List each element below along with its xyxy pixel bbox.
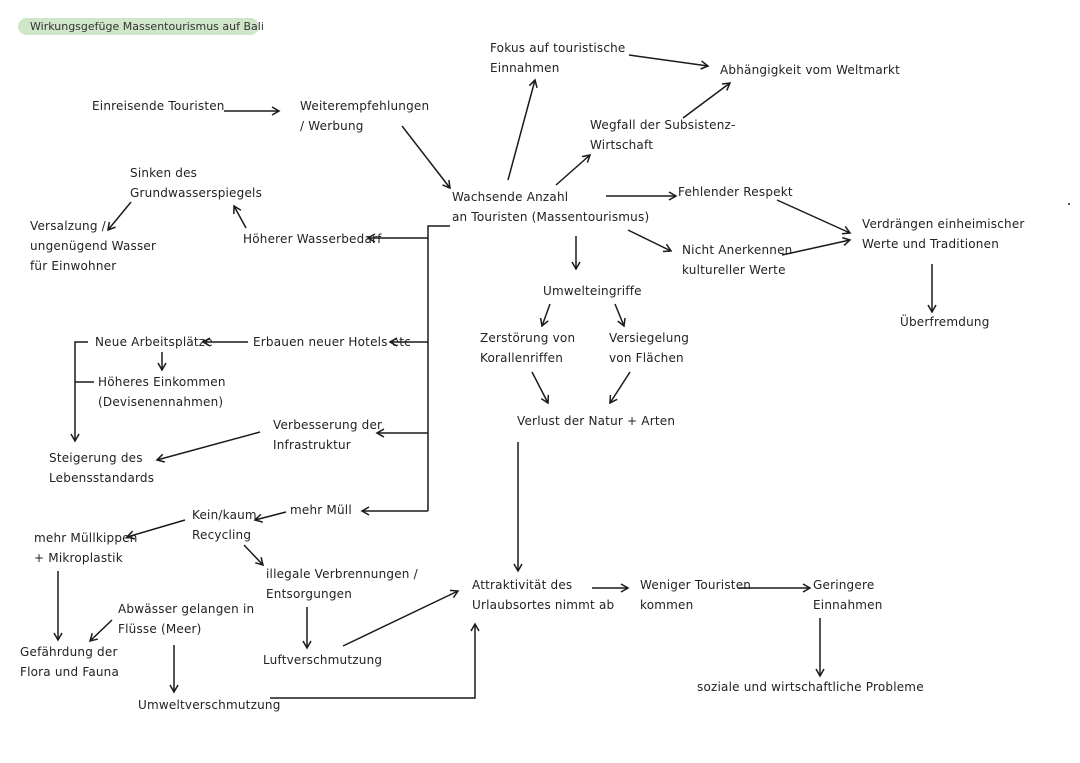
edge-weiterempfehlung-wachsende bbox=[401, 125, 451, 190]
edge-anerkennen-verdraengen bbox=[781, 236, 852, 256]
node-gefaehrdung: Gefährdung der Flora und Fauna bbox=[20, 645, 120, 679]
node-versiegelung: Versiegelung von Flächen bbox=[609, 331, 690, 365]
node-sinken-grundwasser: Sinken des Grundwasserspiegels bbox=[130, 166, 263, 200]
node-luftverschmutzung: Luftverschmutzung bbox=[263, 653, 383, 667]
edge-fehlender-verdraengen bbox=[776, 199, 852, 235]
node-wegfall-subsistenz: Wegfall der Subsistenz- Wirtschaft bbox=[590, 118, 736, 152]
node-recycling: Kein/kaum Recycling bbox=[192, 508, 257, 542]
edge-wachsende-wegfall bbox=[555, 153, 592, 186]
node-ueberfremdung: Überfremdung bbox=[900, 315, 990, 329]
node-verdraengen-werte: Verdrängen einheimischer Werte und Tradi… bbox=[862, 217, 1025, 251]
edge-luft-attraktivitaet bbox=[342, 589, 460, 647]
edge-muell-recycling bbox=[253, 511, 287, 523]
node-fokus-einnahmen: Fokus auf touristische Einnahmen bbox=[490, 41, 626, 75]
title-highlight bbox=[18, 18, 259, 35]
edge-infrastruktur-lebensstandard bbox=[155, 431, 261, 463]
stray-mark bbox=[1068, 203, 1070, 205]
edge-umwelt-versiegelung bbox=[614, 303, 626, 328]
edge-umwelt-zerstoerung bbox=[539, 303, 551, 328]
node-nicht-anerkennen: Nicht Anerkennen kultureller Werte bbox=[682, 243, 793, 277]
edge-recycling-muellkippen bbox=[125, 519, 186, 540]
edge-zerstoerung-verlust bbox=[531, 371, 550, 405]
diagram-title: Wirkungsgefüge Massentourismus auf Bali bbox=[30, 20, 264, 33]
edge-versiegelung-verlust bbox=[609, 371, 631, 405]
node-neue-arbeitsplaetze: Neue Arbeitsplätze bbox=[95, 335, 213, 349]
node-geringere-einnahmen: Geringere Einnahmen bbox=[813, 578, 883, 612]
edge-wachsende-anerkennen bbox=[627, 229, 673, 253]
node-verlust-natur: Verlust der Natur + Arten bbox=[517, 414, 676, 428]
node-erbauen-hotels: Erbauen neuer Hotels etc bbox=[253, 335, 411, 349]
edge-arbeitsplaetze-lebensstandard bbox=[70, 341, 88, 443]
node-hoeheres-einkommen: Höheres Einkommen (Devisenennahmen) bbox=[98, 375, 226, 409]
node-umweltverschmutzung: Umweltverschmutzung bbox=[138, 698, 281, 712]
edge-wachsende-fokus bbox=[507, 78, 538, 181]
node-zerstoerung-korallen: Zerstörung von Korallenriffen bbox=[480, 331, 576, 365]
edge-wegfall-abhaengigkeit bbox=[682, 82, 732, 119]
node-lebensstandard: Steigerung des Lebensstandards bbox=[49, 451, 155, 485]
edge-recycling-verbrennungen bbox=[243, 544, 265, 567]
node-wasserbedarf: Höherer Wasserbedarf bbox=[243, 232, 382, 246]
node-wachsende-anzahl: Wachsende Anzahl an Touristen (Massentou… bbox=[452, 190, 650, 224]
node-soziale-probleme: soziale und wirtschaftliche Probleme bbox=[697, 680, 924, 694]
node-abwaesser: Abwässer gelangen in Flüsse (Meer) bbox=[118, 602, 255, 636]
edge-abwaesser-gefaehrdung bbox=[88, 619, 113, 643]
node-infrastruktur: Verbesserung der Infrastruktur bbox=[273, 418, 383, 452]
node-fehlender-respekt: Fehlender Respekt bbox=[678, 185, 793, 199]
node-versalzung: Versalzung / ungenügend Wasser für Einwo… bbox=[30, 219, 157, 273]
node-weniger-touristen: Weniger Touristen kommen bbox=[640, 578, 752, 612]
node-weiterempfehlungen: Weiterempfehlungen / Werbung bbox=[300, 99, 430, 133]
edge-wasserbedarf-sinken bbox=[233, 204, 247, 229]
node-mehr-muell: mehr Müll bbox=[290, 503, 352, 517]
trunk-line bbox=[427, 225, 450, 511]
node-verbrennungen: illegale Verbrennungen / Entsorgungen bbox=[266, 567, 418, 601]
node-muellkippen: mehr Müllkippen + Mikroplastik bbox=[34, 531, 138, 565]
edge-fokus-abhaengigkeit bbox=[628, 54, 710, 70]
node-umwelteingriffe: Umwelteingriffe bbox=[543, 284, 642, 298]
node-attraktivitaet: Attraktivität des Urlaubsortes nimmt ab bbox=[472, 578, 615, 612]
edge-sinken-versalzung bbox=[107, 201, 132, 232]
node-einreisende-touristen: Einreisende Touristen bbox=[92, 99, 225, 113]
edge-umweltverschmutzung-attraktivitaet bbox=[270, 622, 480, 699]
node-abhaengigkeit-weltmarkt: Abhängigkeit vom Weltmarkt bbox=[720, 63, 901, 77]
